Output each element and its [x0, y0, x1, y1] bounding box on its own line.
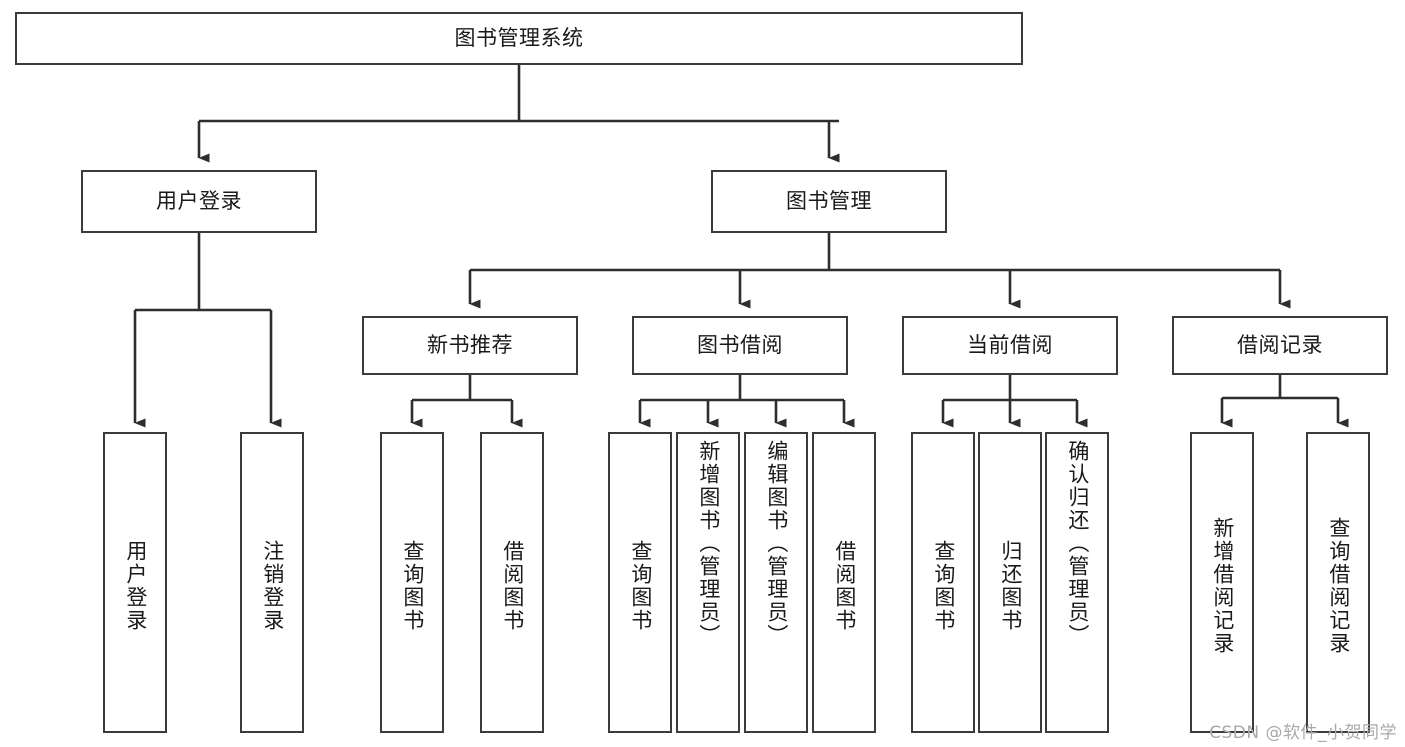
- leaf-add-record[interactable]: 新增借阅记录: [1190, 432, 1254, 733]
- node-new-book-recommend-label: 新书推荐: [427, 332, 513, 357]
- node-root-label: 图书管理系统: [454, 25, 584, 50]
- leaf-confirm-return[interactable]: 确认归还（管理员）: [1045, 432, 1109, 733]
- node-book-manage-label: 图书管理: [786, 188, 872, 213]
- watermark-text: CSDN @软件_小贺同学: [1209, 723, 1397, 743]
- leaf-query-book-1-label: 查询图书: [400, 539, 425, 632]
- leaf-borrow-book-2-label: 借阅图书: [832, 539, 857, 632]
- node-book-borrow[interactable]: 图书借阅: [632, 316, 848, 375]
- leaf-borrow-book-2[interactable]: 借阅图书: [812, 432, 876, 733]
- leaf-query-book-3[interactable]: 查询图书: [911, 432, 975, 733]
- leaf-query-book-3-label: 查询图书: [931, 539, 956, 632]
- leaf-logout-label: 注销登录: [260, 539, 285, 632]
- leaf-return-book[interactable]: 归还图书: [978, 432, 1042, 733]
- node-new-book-recommend[interactable]: 新书推荐: [362, 316, 578, 375]
- leaf-user-login[interactable]: 用户登录: [103, 432, 167, 733]
- leaf-return-book-label: 归还图书: [998, 539, 1023, 632]
- leaf-borrow-book-1[interactable]: 借阅图书: [480, 432, 544, 733]
- leaf-query-book-1[interactable]: 查询图书: [380, 432, 444, 733]
- leaf-logout[interactable]: 注销登录: [240, 432, 304, 733]
- leaf-user-login-label: 用户登录: [123, 539, 148, 632]
- node-root[interactable]: 图书管理系统: [15, 12, 1023, 65]
- node-book-borrow-label: 图书借阅: [697, 332, 783, 357]
- leaf-edit-book-label: 编辑图书（管理员）: [764, 440, 789, 647]
- node-current-borrow-label: 当前借阅: [967, 332, 1053, 357]
- leaf-query-book-2[interactable]: 查询图书: [608, 432, 672, 733]
- leaf-add-book-label: 新增图书（管理员）: [696, 440, 721, 647]
- leaf-borrow-book-1-label: 借阅图书: [500, 539, 525, 632]
- leaf-add-record-label: 新增借阅记录: [1210, 516, 1235, 655]
- node-current-borrow[interactable]: 当前借阅: [902, 316, 1118, 375]
- leaf-confirm-return-label: 确认归还（管理员）: [1065, 440, 1090, 647]
- node-user-login-label: 用户登录: [156, 188, 242, 213]
- node-user-login[interactable]: 用户登录: [81, 170, 317, 233]
- leaf-add-book[interactable]: 新增图书（管理员）: [676, 432, 740, 733]
- node-borrow-record[interactable]: 借阅记录: [1172, 316, 1388, 375]
- leaf-edit-book[interactable]: 编辑图书（管理员）: [744, 432, 808, 733]
- node-book-manage[interactable]: 图书管理: [711, 170, 947, 233]
- node-borrow-record-label: 借阅记录: [1237, 332, 1323, 357]
- leaf-query-book-2-label: 查询图书: [628, 539, 653, 632]
- leaf-query-record[interactable]: 查询借阅记录: [1306, 432, 1370, 733]
- leaf-query-record-label: 查询借阅记录: [1326, 516, 1351, 655]
